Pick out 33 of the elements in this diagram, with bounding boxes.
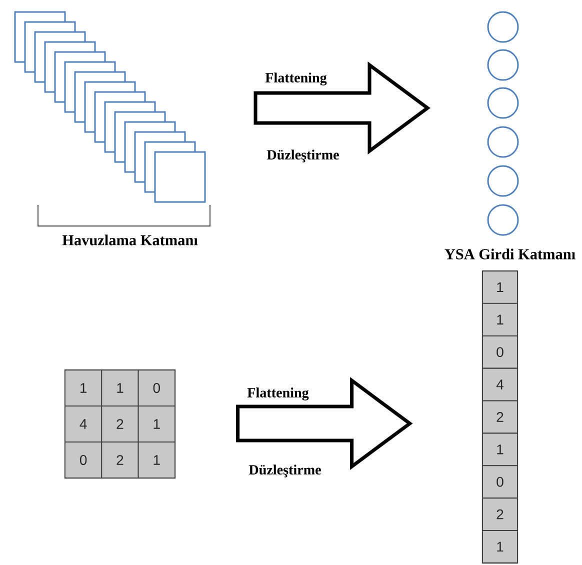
- square-stack-drawing: [14, 11, 206, 203]
- value-cell: 1: [138, 406, 176, 442]
- value-cell: 1: [482, 270, 518, 304]
- value-cell: 1: [64, 370, 102, 406]
- value-cell: 0: [482, 465, 518, 498]
- neuron-circle: [487, 11, 519, 43]
- neuron-circle: [487, 165, 519, 197]
- value-cell: 0: [64, 442, 102, 478]
- neuron-circle: [487, 87, 519, 119]
- arrow-label: Düzleştirme: [248, 464, 321, 478]
- arrow-label: Flattening: [265, 72, 327, 86]
- neuron-circle: [487, 204, 519, 236]
- layer-label: Havuzlama Katmanı: [62, 234, 198, 246]
- value-cell: 1: [482, 432, 518, 466]
- arrow-label: Düzleştirme: [266, 150, 339, 162]
- value-cell: 1: [482, 530, 518, 564]
- value-cell: 4: [482, 368, 518, 402]
- value-cell: 0: [482, 335, 518, 369]
- value-cell: 2: [482, 498, 518, 531]
- layer-label: YSA Girdi Katmanı: [444, 248, 576, 260]
- value-cell: 1: [138, 442, 176, 478]
- block-arrow: [254, 62, 430, 154]
- value-cell: 2: [482, 400, 518, 434]
- value-cell: 2: [101, 406, 139, 442]
- neuron-circle: [487, 49, 519, 81]
- value-cell: 1: [482, 303, 518, 336]
- value-cell: 1: [101, 370, 139, 406]
- block-arrow: [236, 377, 413, 470]
- value-cell: 2: [101, 442, 139, 478]
- neuron-circle: [487, 126, 519, 158]
- value-cell: 4: [64, 406, 102, 442]
- value-cell: 0: [138, 370, 176, 406]
- arrow-label: Flattening: [247, 388, 309, 400]
